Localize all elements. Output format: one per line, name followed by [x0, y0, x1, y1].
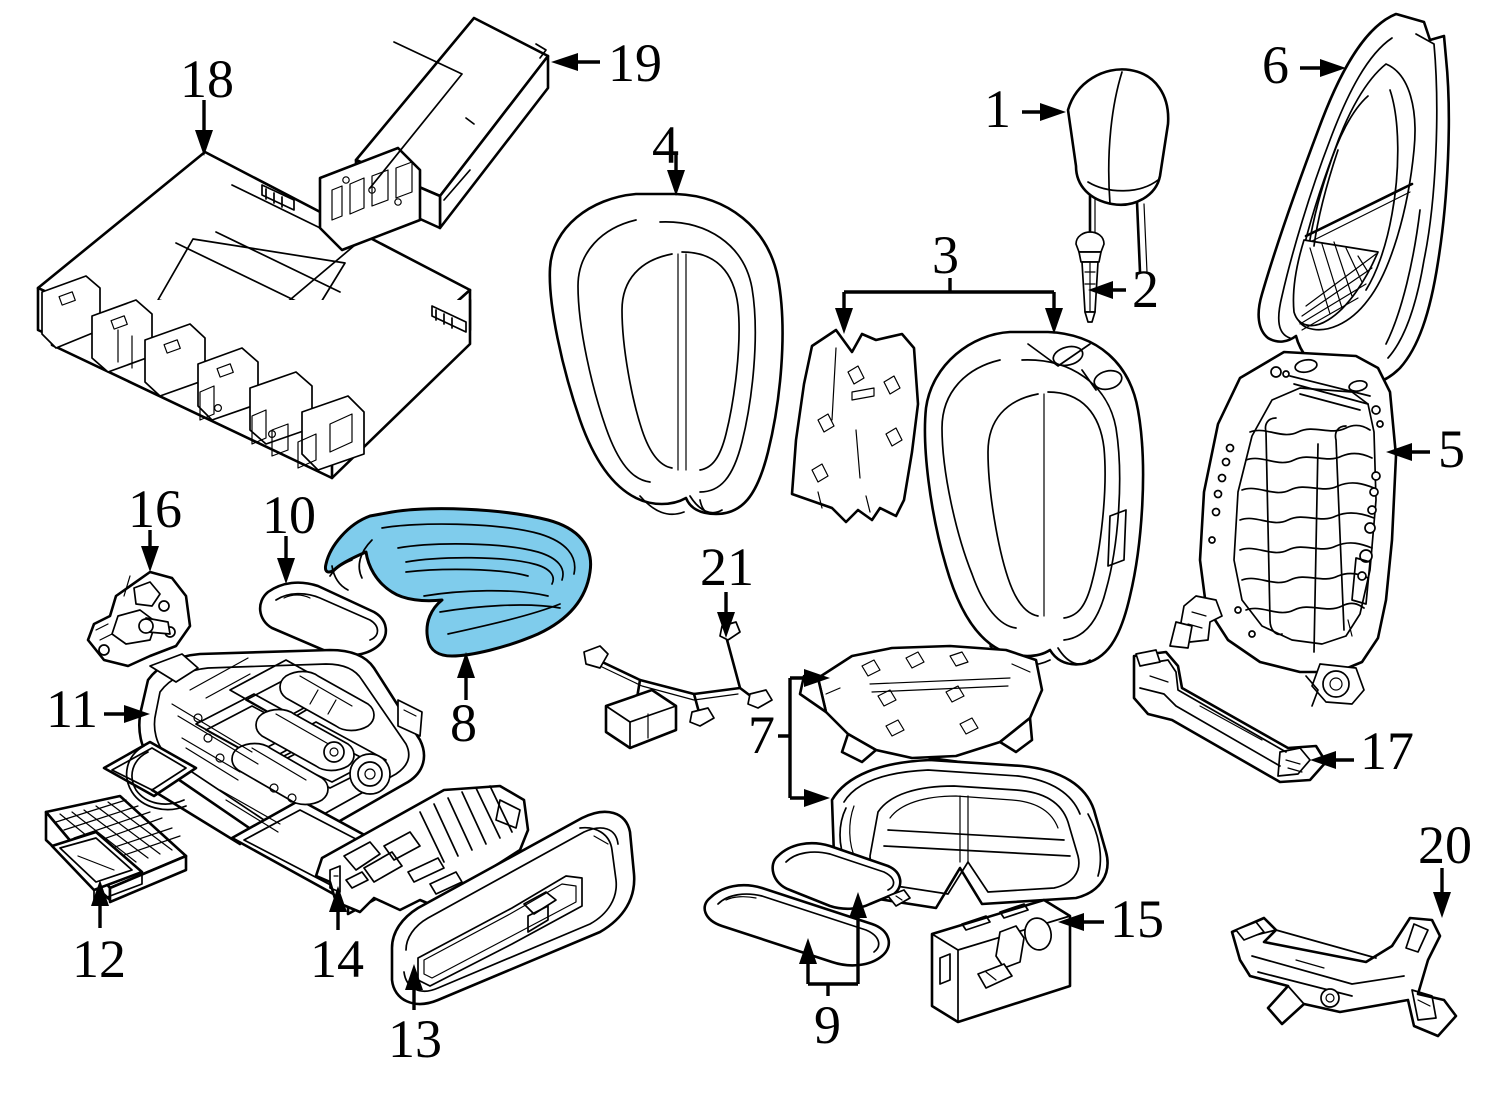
part-5-backrest-frame: [1169, 350, 1398, 707]
callout-number-16: 16: [128, 479, 182, 539]
callout-bracket-3: [835, 278, 1063, 334]
callout-arrow-5: [1386, 443, 1430, 461]
callout-bracket-7: [778, 669, 830, 807]
part-18-seat-control-module: [36, 150, 472, 480]
part-1-headrest: [1066, 68, 1170, 274]
callout-number-18: 18: [180, 49, 234, 109]
callout-number-10: 10: [262, 485, 316, 545]
callout-arrow-21: [717, 592, 735, 638]
part-20-floor-mounting-bracket: [1230, 916, 1458, 1038]
callout-number-7: 7: [748, 705, 775, 765]
callout-number-17: 17: [1360, 721, 1414, 781]
callout-arrow-14: [329, 886, 347, 930]
callout-number-19: 19: [608, 33, 662, 93]
callout-arrow-8: [457, 652, 475, 700]
part-7-cushion-carrier: [830, 758, 1109, 910]
part-19-relay-module: [318, 16, 550, 252]
callout-number-3: 3: [932, 225, 959, 285]
callout-number-6: 6: [1262, 35, 1289, 95]
part-3-backrest-pad-liner: [790, 328, 920, 524]
callout-arrow-19: [551, 53, 600, 71]
part-12-seat-rail-cover: [44, 794, 188, 904]
callout-number-13: 13: [388, 1009, 442, 1069]
callout-arrow-6: [1300, 59, 1346, 77]
part-2-headrest-guide-bolt: [1075, 231, 1105, 323]
callout-number-14: 14: [310, 929, 364, 989]
part-10-side-bolster-pad: [258, 581, 388, 657]
callout-arrow-13: [405, 964, 423, 1010]
part-4-backrest-cushion-cover: [548, 192, 784, 516]
callout-number-9: 9: [814, 995, 841, 1055]
part-21-wiring-harness: [583, 621, 773, 750]
callout-number-11: 11: [46, 679, 98, 739]
callout-arrow-1: [1022, 103, 1066, 121]
part-15-seat-adjustment-switch: [930, 898, 1072, 1024]
callout-number-12: 12: [72, 929, 126, 989]
part-9-armrest-pad-right: [771, 842, 911, 911]
callout-number-5: 5: [1438, 419, 1465, 479]
part-9-armrest-pad-left: [703, 884, 891, 967]
part-16-mounting-bracket: [86, 570, 192, 668]
callout-arrow-4: [667, 155, 685, 196]
callout-arrow-20: [1433, 868, 1451, 918]
part-8-seat-cushion-pad: [324, 507, 593, 658]
part-6-backrest-rear-panel: [1257, 12, 1451, 387]
callout-number-21: 21: [700, 537, 754, 597]
callout-arrow-11: [104, 705, 150, 723]
callout-number-8: 8: [450, 693, 477, 753]
callout-arrow-18: [195, 100, 213, 156]
callout-number-2: 2: [1132, 259, 1159, 319]
part-3-backrest-foam-core: [923, 330, 1145, 666]
callout-arrow-10: [277, 536, 295, 584]
callout-arrow-16: [141, 530, 159, 572]
callout-arrow-2: [1088, 281, 1126, 299]
callout-number-1: 1: [984, 79, 1011, 139]
callout-arrow-15: [1058, 913, 1104, 931]
callout-arrow-12: [91, 880, 109, 928]
callout-number-20: 20: [1418, 815, 1472, 875]
callout-number-4: 4: [652, 115, 679, 175]
callout-number-15: 15: [1110, 889, 1164, 949]
callout-bracket-9: [799, 892, 867, 996]
callout-arrow-17: [1310, 751, 1354, 769]
